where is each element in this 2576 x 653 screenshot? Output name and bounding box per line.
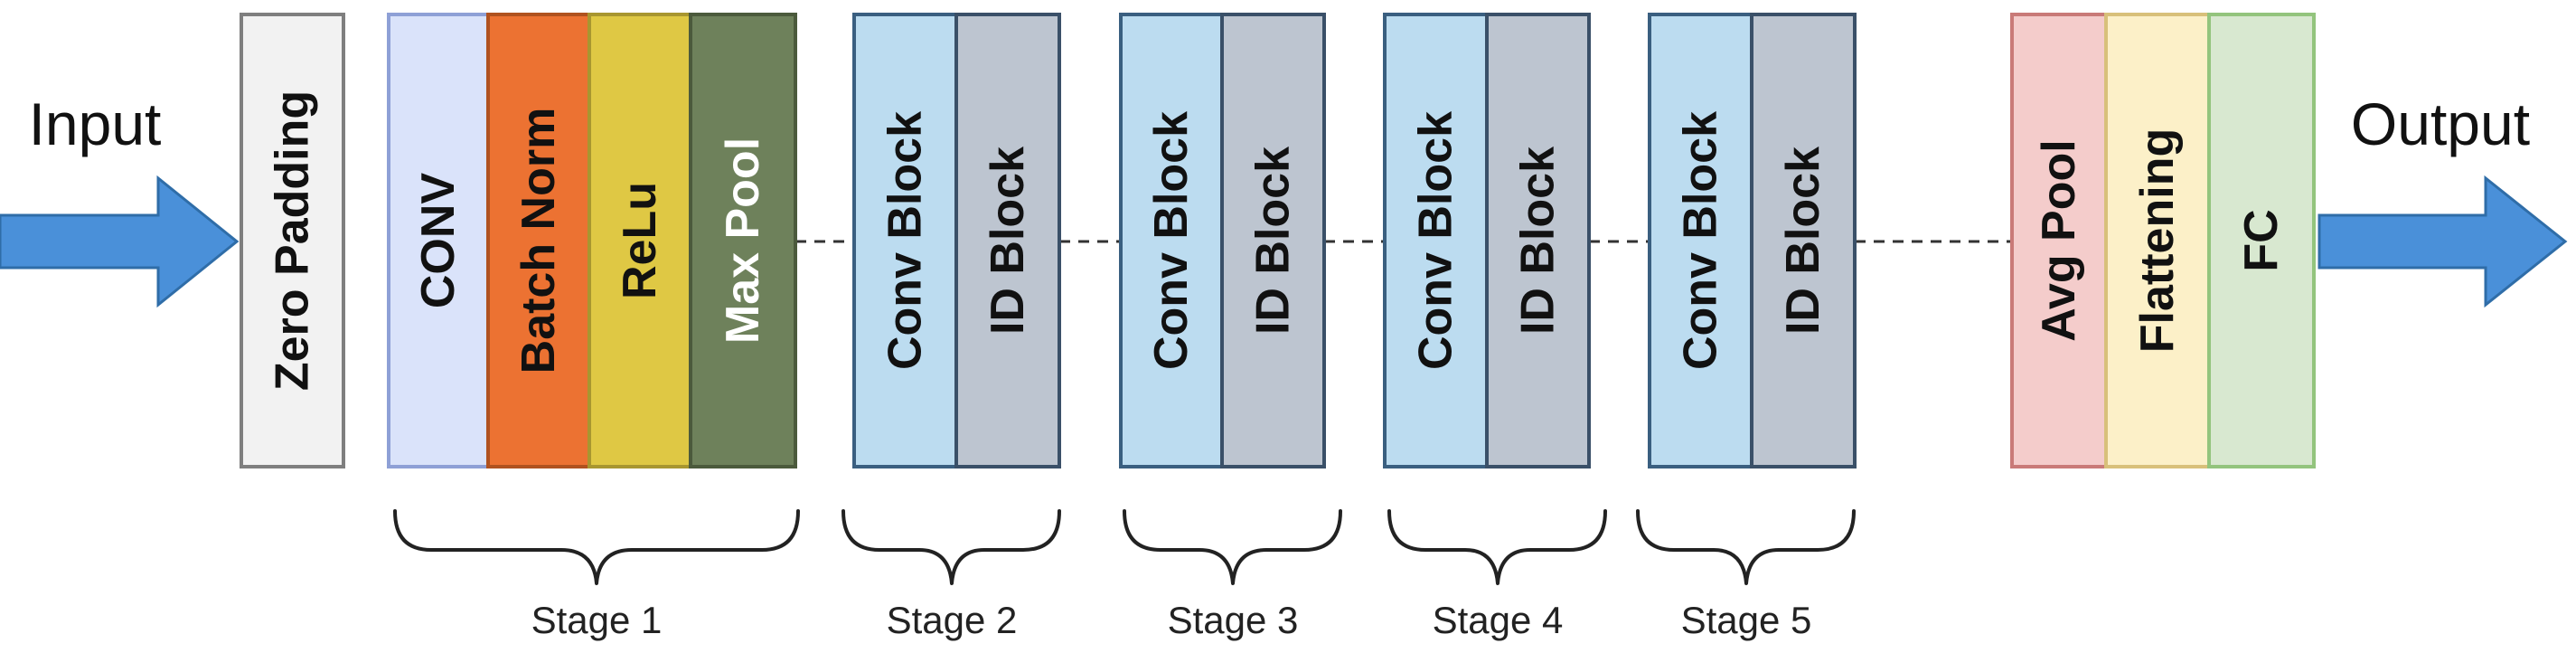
stage-braces	[393, 509, 1856, 585]
id-block-label: ID Block	[1512, 147, 1565, 335]
stage4-blocks: Conv Block ID Block	[1383, 13, 1591, 468]
input-label: Input	[29, 90, 162, 157]
stage4-label: Stage 4	[1433, 599, 1564, 641]
conv-block-label: Conv Block	[1145, 111, 1198, 370]
id-block-label: ID Block	[982, 147, 1034, 335]
head-blocks: Avg Pool Flattening FC	[2010, 13, 2316, 468]
batch-norm-block: Batch Norm	[486, 13, 591, 468]
conv-layer-label: CONV	[412, 173, 465, 309]
stage1-brace	[393, 509, 800, 585]
relu-block: ReLu	[588, 13, 692, 468]
conv-block: Conv Block	[852, 13, 958, 468]
avg-pool-block: Avg Pool	[2010, 13, 2108, 468]
stage2-label: Stage 2	[887, 599, 1018, 641]
batch-norm-label: Batch Norm	[512, 108, 565, 374]
stage2-blocks: Conv Block ID Block	[852, 13, 1061, 468]
zero-padding-block: Zero Padding	[240, 13, 345, 468]
conv-block-label: Conv Block	[1675, 111, 1727, 370]
stage5-blocks: Conv Block ID Block	[1648, 13, 1857, 468]
max-pool-block: Max Pool	[689, 13, 797, 468]
conv-block-label: Conv Block	[879, 111, 932, 370]
zero-padding-label: Zero Padding	[267, 90, 319, 391]
max-pool-label: Max Pool	[717, 137, 769, 344]
fc-block: FC	[2207, 13, 2316, 468]
stage3-blocks: Conv Block ID Block	[1119, 13, 1326, 468]
stage3-brace	[1123, 509, 1342, 585]
flattening-label: Flattening	[2131, 128, 2184, 353]
id-block: ID Block	[954, 13, 1061, 468]
stage1-label: Stage 1	[531, 599, 663, 641]
stage3-label: Stage 3	[1168, 599, 1299, 641]
id-block: ID Block	[1220, 13, 1326, 468]
id-block-label: ID Block	[1777, 147, 1829, 335]
id-block: ID Block	[1750, 13, 1857, 468]
id-block: ID Block	[1485, 13, 1591, 468]
id-block-label: ID Block	[1247, 147, 1300, 335]
relu-label: ReLu	[614, 182, 666, 299]
flattening-block: Flattening	[2104, 13, 2211, 468]
avg-pool-label: Avg Pool	[2033, 139, 2085, 341]
conv-block: Conv Block	[1119, 13, 1224, 468]
output-arrow	[2317, 175, 2568, 308]
stage2-brace	[841, 509, 1061, 585]
conv-block: Conv Block	[1648, 13, 1753, 468]
input-arrow	[0, 175, 240, 308]
stage5-label: Stage 5	[1681, 599, 1812, 641]
conv-block-label: Conv Block	[1410, 111, 1462, 370]
fc-label: FC	[2235, 209, 2288, 271]
stage5-brace	[1636, 509, 1856, 585]
stage1-blocks: CONV Batch Norm ReLu Max Pool	[387, 13, 797, 468]
conv-block: Conv Block	[1383, 13, 1489, 468]
stage4-brace	[1387, 509, 1607, 585]
conv-layer-block: CONV	[387, 13, 490, 468]
output-label: Output	[2351, 90, 2530, 157]
stage-labels: Stage 1 Stage 2 Stage 3 Stage 4 Stage 5	[531, 599, 1812, 641]
